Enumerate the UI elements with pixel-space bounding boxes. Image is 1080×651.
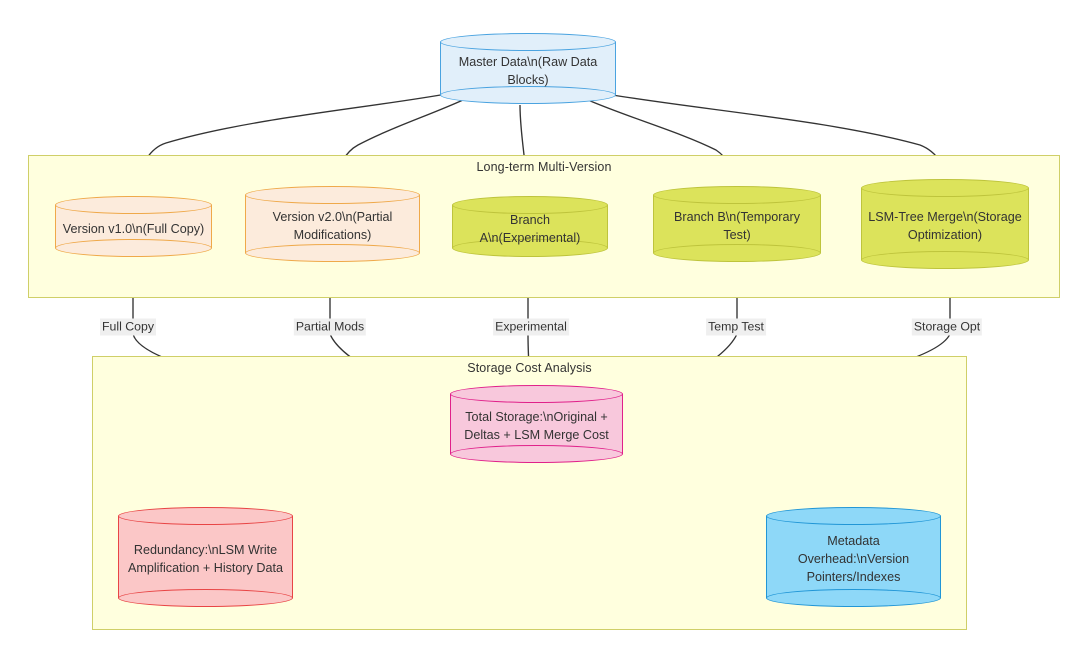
node-branch-a-top	[452, 196, 608, 214]
node-redundancy[interactable]: Redundancy:\nLSM Write Amplification + H…	[118, 507, 293, 607]
node-metadata-overhead-label: Metadata Overhead:\nVersion Pointers/Ind…	[797, 534, 910, 584]
node-lsm-tree-merge-label: LSM-Tree Merge\n(Storage Optimization)	[868, 210, 1022, 242]
node-lsm-tree-merge-bottom	[861, 251, 1029, 269]
node-branch-b[interactable]: Branch B\n(Temporary Test)	[653, 186, 821, 262]
node-lsm-tree-merge-top	[861, 179, 1029, 197]
node-total-storage-top	[450, 385, 623, 403]
node-version-v1-bottom	[55, 239, 212, 257]
edge-label-experimental: Experimental	[493, 318, 569, 336]
edge-label-storage-opt: Storage Opt	[911, 318, 983, 336]
node-metadata-overhead[interactable]: Metadata Overhead:\nVersion Pointers/Ind…	[766, 507, 941, 607]
node-version-v2-label: Version v2.0\n(Partial Modifications)	[272, 210, 393, 242]
node-lsm-tree-merge-body	[861, 188, 1029, 260]
edge-label-temp-test: Temp Test	[706, 318, 766, 336]
node-redundancy-bottom	[118, 589, 293, 607]
subgraph-title-long-term-multi-version: Long-term Multi-Version	[476, 160, 612, 174]
node-total-storage-bottom	[450, 445, 623, 463]
node-branch-b-label: Branch B\n(Temporary Test)	[674, 210, 800, 242]
node-branch-b-bottom	[653, 244, 821, 262]
edge-label-full-copy: Full Copy	[100, 318, 156, 336]
node-redundancy-top	[118, 507, 293, 525]
node-version-v1[interactable]: Version v1.0\n(Full Copy)	[55, 196, 212, 257]
node-total-storage[interactable]: Total Storage:\nOriginal + Deltas + LSM …	[450, 385, 623, 463]
node-total-storage-label: Total Storage:\nOriginal + Deltas + LSM …	[464, 410, 609, 442]
node-master-data-label: Master Data\n(Raw Data Blocks)	[458, 54, 598, 87]
node-branch-a-bottom	[452, 239, 608, 257]
node-version-v2[interactable]: Version v2.0\n(Partial Modifications)	[245, 186, 420, 262]
node-lsm-tree-merge[interactable]: LSM-Tree Merge\n(Storage Optimization)	[861, 179, 1029, 269]
node-metadata-overhead-bottom	[766, 589, 941, 607]
node-redundancy-body	[118, 516, 293, 598]
node-metadata-overhead-body	[766, 516, 941, 598]
node-master-data[interactable]: Master Data\n(Raw Data Blocks)	[440, 33, 616, 104]
node-total-storage-body	[450, 394, 623, 454]
node-master-data-top	[440, 33, 616, 51]
node-master-data-bottom	[440, 86, 616, 104]
node-version-v2-bottom	[245, 244, 420, 262]
node-version-v1-label: Version v1.0\n(Full Copy)	[62, 221, 205, 236]
node-version-v2-top	[245, 186, 420, 204]
node-redundancy-label: Redundancy:\nLSM Write Amplification + H…	[127, 543, 284, 575]
node-branch-b-top	[653, 186, 821, 204]
edge-label-partial-mods: Partial Mods	[293, 318, 367, 336]
subgraph-title-storage-cost-analysis: Storage Cost Analysis	[467, 361, 592, 375]
node-branch-a-label: Branch A\n(Experimental)	[479, 212, 581, 245]
node-branch-a[interactable]: Branch A\n(Experimental)	[452, 196, 608, 257]
node-metadata-overhead-top	[766, 507, 941, 525]
node-version-v1-top	[55, 196, 212, 214]
